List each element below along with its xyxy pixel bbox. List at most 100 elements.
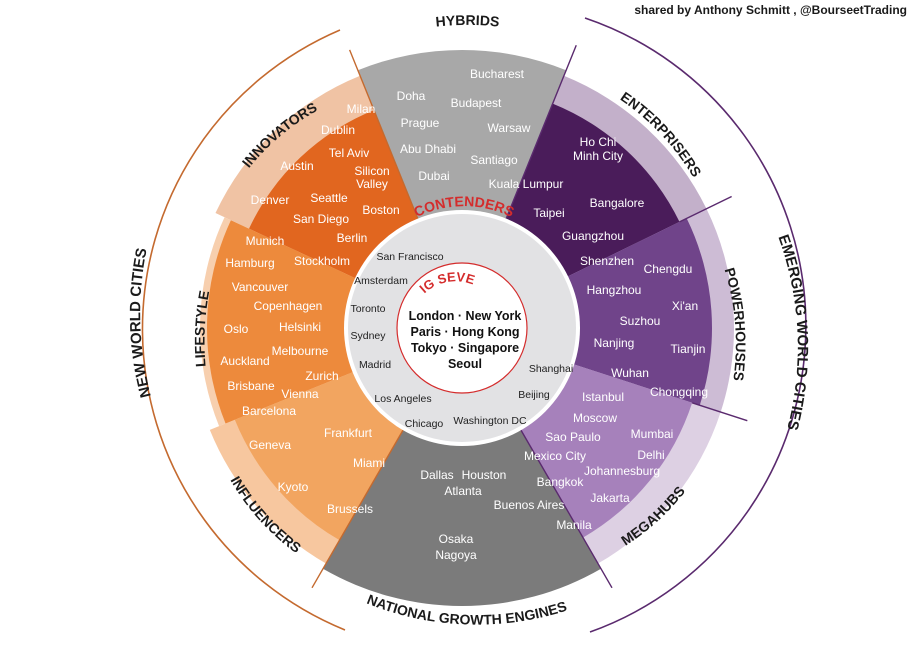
city-label: Doha: [397, 89, 426, 103]
city-label: Amsterdam: [354, 275, 408, 287]
city-label: Delhi: [637, 448, 664, 462]
city-label: Santiago: [470, 153, 518, 167]
city-label: Austin: [280, 159, 313, 173]
city-label: Helsinki: [279, 320, 321, 334]
city-label: Oslo: [224, 322, 249, 336]
city-label: Mexico City: [524, 449, 586, 463]
city-label: San Francisco: [376, 251, 443, 263]
city-label: Madrid: [359, 359, 391, 371]
city-label: Berlin: [337, 231, 368, 245]
city-label: Washington DC: [453, 415, 527, 427]
city-label: Buenos Aires: [494, 498, 565, 512]
city-label: Manila: [556, 518, 592, 532]
city-label: Copenhagen: [254, 299, 323, 313]
enterprisers-wedge: [503, 103, 680, 280]
hybrids-wedge: [357, 49, 567, 227]
city-label: Geneva: [249, 438, 291, 452]
city-label: Beijing: [518, 389, 550, 401]
city-label: Kyoto: [278, 480, 309, 494]
divider-line: [502, 44, 577, 227]
divider-line: [691, 402, 748, 422]
city-label: Istanbul: [582, 390, 624, 404]
city-label: Miami: [353, 456, 385, 470]
innovators-wedge: [249, 110, 421, 282]
city-label: Shenzhen: [580, 254, 634, 268]
national-growth-engines-cities: Dallas Houston Atlanta Osaka Nagoya: [420, 468, 506, 562]
megahubs-wedge: [517, 361, 693, 538]
city-label: Brussels: [327, 502, 373, 516]
powerhouses-cities: Chengdu Hangzhou Xi'an Suzhou Nanjing Ti…: [587, 262, 708, 399]
city-label: Milan: [347, 102, 376, 116]
big-seven-cities: London · New York Paris · Hong Kong Toky…: [409, 309, 522, 371]
contenders-cities: San Francisco Amsterdam Toronto Sydney M…: [350, 251, 573, 430]
city-label: Ho Chi: [580, 135, 617, 149]
city-label: Nagoya: [435, 548, 477, 562]
big-seven-line: Tokyo · Singapore: [411, 341, 519, 355]
city-label: Bucharest: [470, 67, 525, 81]
big-seven-circle: [396, 262, 528, 394]
city-label: Stockholm: [294, 254, 350, 268]
city-label: Bangalore: [590, 196, 645, 210]
new-world-cities-label: NEW WORLD CITIES: [127, 247, 155, 400]
enterprisers-cities: Ho Chi Minh City Bangalore Taipei Guangz…: [533, 135, 644, 268]
sector-wedges: [199, 44, 748, 606]
big-seven-line: Paris · Hong Kong: [410, 325, 519, 339]
big-seven-line: Seoul: [448, 357, 482, 371]
new-world-cities-arc: [141, 29, 346, 631]
city-label: Toronto: [350, 303, 385, 315]
hybrids-cities: Bucharest Doha Budapest Prague Warsaw Ab…: [397, 67, 564, 191]
city-label: Suzhou: [620, 314, 661, 328]
city-label: Chicago: [405, 418, 444, 430]
influencers-cities: Geneva Frankfurt Miami Kyoto Brussels: [249, 426, 385, 516]
city-label: Shanghai: [529, 363, 573, 375]
city-label: Xi'an: [672, 299, 698, 313]
city-label: Tel Aviv: [329, 146, 369, 160]
city-label: Dublin: [321, 123, 355, 137]
city-label: Seattle: [310, 191, 348, 205]
national-growth-engines-wedge: [323, 423, 601, 606]
lifestyle-label: LIFESTYLE: [192, 289, 213, 367]
divider-line: [348, 49, 422, 227]
city-label: Chongqing: [650, 385, 708, 399]
city-label: Taipei: [533, 206, 564, 220]
city-label: Vienna: [281, 387, 318, 401]
city-label: Wuhan: [611, 366, 649, 380]
big-seven-line: London · New York: [409, 309, 522, 323]
city-label: Warsaw: [488, 121, 531, 135]
city-label: Sao Paulo: [545, 430, 601, 444]
city-label: Sydney: [350, 330, 386, 342]
city-label: Moscow: [573, 411, 617, 425]
city-label: Dallas: [420, 468, 453, 482]
city-label: Tianjin: [671, 342, 706, 356]
divider-line: [679, 195, 732, 223]
city-label: Prague: [401, 116, 440, 130]
city-label: Houston: [462, 468, 507, 482]
city-label: Hangzhou: [587, 283, 642, 297]
city-label: Kuala Lumpur: [489, 177, 564, 191]
city-label: Guangzhou: [562, 229, 624, 243]
city-label: Auckland: [220, 354, 269, 368]
city-label: Minh City: [573, 149, 623, 163]
city-label: Munich: [246, 234, 285, 248]
city-label: Silicon: [354, 164, 389, 178]
city-label: Valley: [356, 177, 388, 191]
city-label: Boston: [362, 203, 399, 217]
credit-text: shared by Anthony Schmitt , @BourseetTra…: [634, 3, 907, 17]
city-label: Zurich: [305, 369, 338, 383]
lifestyle-wedge: [206, 220, 363, 424]
city-label: Nanjing: [594, 336, 635, 350]
innovators-cities: Milan Dublin Tel Aviv Austin Silicon Val…: [251, 102, 400, 245]
city-label: Melbourne: [272, 344, 329, 358]
city-label: San Diego: [293, 212, 349, 226]
city-label: Johannesburg: [584, 464, 660, 478]
city-label: Jakarta: [590, 491, 630, 505]
city-label: Abu Dhabi: [400, 142, 456, 156]
city-label: Bangkok: [537, 475, 585, 489]
emerging-world-cities-label: EMERGING WORLD CITIES: [774, 232, 810, 432]
divider-line: [516, 422, 613, 589]
hybrids-label: HYBRIDS: [435, 12, 500, 30]
lifestyle-cities: Munich Hamburg Stockholm Vancouver Copen…: [220, 234, 350, 418]
city-label: Los Angeles: [374, 393, 431, 405]
city-label: Denver: [251, 193, 290, 207]
